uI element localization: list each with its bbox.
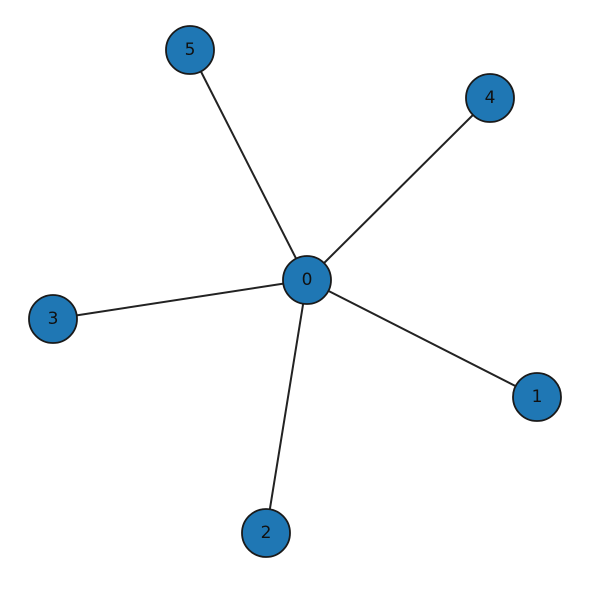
edge-0-2: [265, 279, 308, 534]
edge-0-3: [52, 279, 308, 320]
node-label-5: 5: [185, 40, 196, 60]
node-label-1: 1: [532, 387, 543, 407]
node-1: 1: [512, 372, 562, 422]
node-3: 3: [28, 294, 78, 344]
node-5: 5: [165, 25, 215, 75]
node-circle-0: [282, 255, 332, 305]
edges-layer: [52, 49, 538, 534]
node-circle-1: [512, 372, 562, 422]
node-label-4: 4: [485, 88, 496, 108]
edge-0-5: [189, 49, 308, 281]
node-2: 2: [241, 508, 291, 558]
node-0: 0: [282, 255, 332, 305]
edge-0-4: [306, 97, 491, 281]
node-circle-2: [241, 508, 291, 558]
node-circle-4: [465, 73, 515, 123]
node-4: 4: [465, 73, 515, 123]
node-circle-3: [28, 294, 78, 344]
edge-0-1: [306, 279, 538, 398]
node-circle-5: [165, 25, 215, 75]
node-label-0: 0: [302, 270, 313, 290]
node-label-2: 2: [261, 523, 272, 543]
nodes-layer: 0 1 2 3 4 5: [28, 25, 562, 558]
node-label-3: 3: [48, 309, 59, 329]
